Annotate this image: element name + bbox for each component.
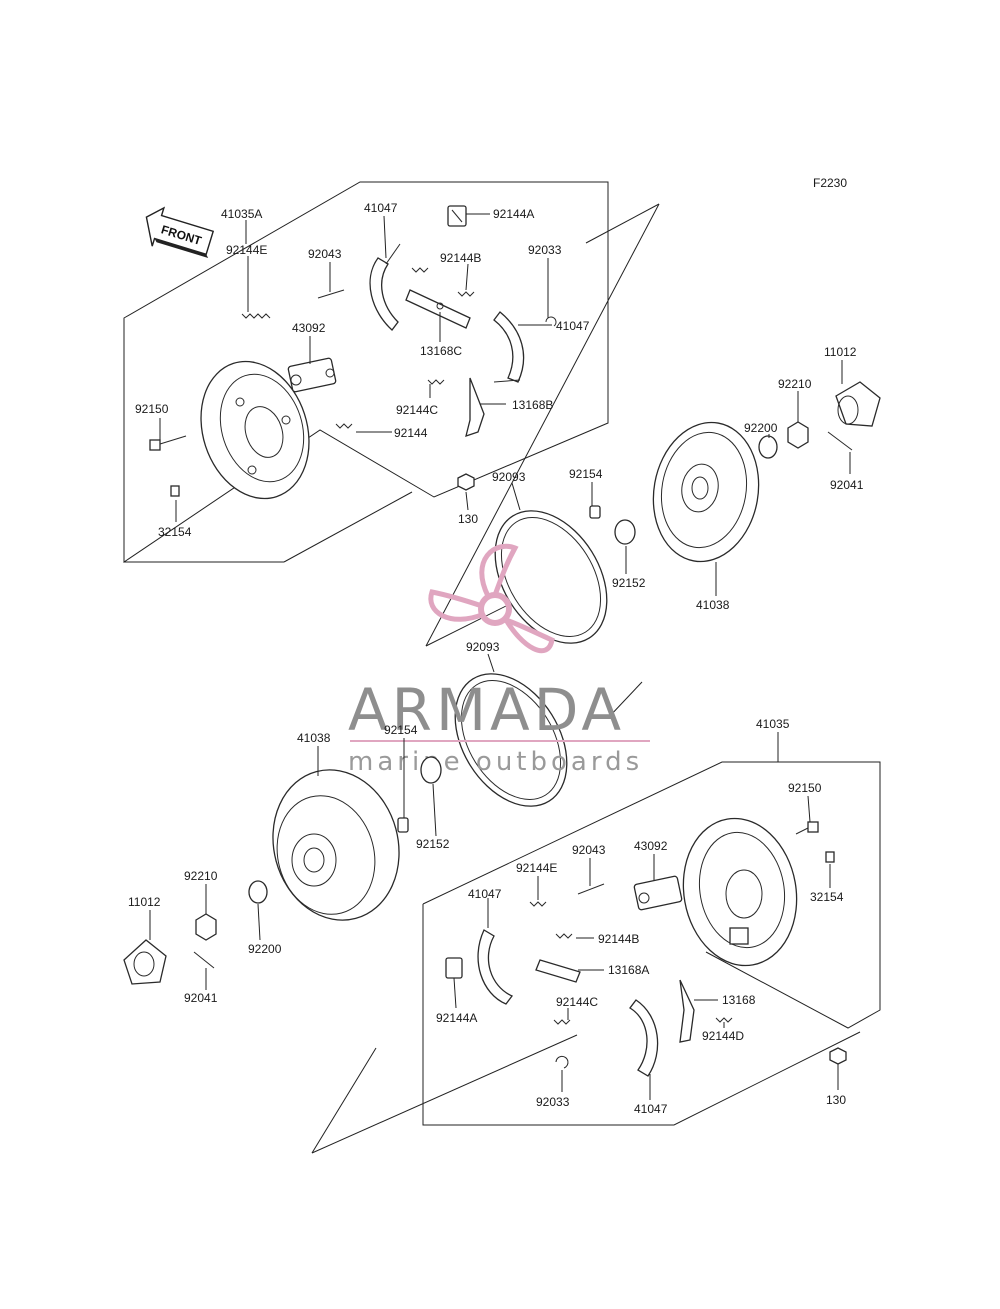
label-32154-1: 32154 [158, 525, 192, 539]
label-92043-1: 92043 [308, 247, 342, 261]
watermark-tagline: marine outboards [348, 747, 643, 777]
figure-code: F2230 [813, 176, 847, 190]
label-92144e-2: 92144E [516, 861, 557, 875]
washer-lower [248, 880, 268, 904]
label-92033-1: 92033 [528, 243, 562, 257]
label-130-1: 130 [458, 512, 478, 526]
front-arrow-icon: FRONT [145, 206, 215, 258]
label-92144c-1: 92144C [396, 403, 438, 417]
bolt-upper-92154 [589, 505, 601, 519]
label-92144b-1: 92144B [440, 251, 481, 265]
bolt-lower-92154 [397, 817, 409, 833]
backing-plate-lower [682, 817, 798, 967]
label-92144d: 92144D [702, 1029, 744, 1043]
springs-upper [241, 267, 475, 429]
label-92144e-1: 92144E [226, 243, 267, 257]
label-92152-2: 92152 [416, 837, 450, 851]
e-clip-upper [545, 316, 557, 327]
brake-shoe-upper-right [493, 311, 525, 383]
label-130-2: 130 [826, 1093, 846, 1107]
label-41038-1: 41038 [696, 598, 730, 612]
springs-lower [529, 901, 733, 1025]
adjuster-13168a [535, 959, 581, 983]
cap-lower [123, 939, 167, 985]
e-clip-lower [555, 1055, 569, 1069]
pin-lower [577, 883, 605, 895]
label-92200-1: 92200 [744, 421, 778, 435]
label-92144a-1: 92144A [493, 207, 534, 221]
label-13168c: 13168C [420, 344, 462, 358]
lever-13168c [405, 289, 471, 329]
label-92150-2: 92150 [788, 781, 822, 795]
label-92033-2: 92033 [536, 1095, 570, 1109]
seal-lower [420, 756, 442, 784]
brake-shoe-upper-left [369, 243, 401, 331]
label-92154-1: 92154 [569, 467, 603, 481]
cotter-pin-lower [193, 951, 215, 969]
brake-shoe-lower-left [477, 929, 514, 1005]
lever-13168 [679, 979, 695, 1043]
label-13168a: 13168A [608, 963, 649, 977]
label-11012-2: 11012 [128, 895, 161, 909]
label-92154-2: 92154 [384, 723, 418, 737]
label-92144a-2: 92144A [436, 1011, 477, 1025]
label-32154-2: 32154 [810, 890, 844, 904]
label-41038-2: 41038 [297, 731, 331, 745]
bolt-upper-92150 [149, 435, 187, 451]
label-41047-3: 41047 [468, 887, 502, 901]
label-13168b: 13168B [512, 398, 553, 412]
lower-assembly-frame [311, 681, 881, 1154]
label-41047-4: 41047 [634, 1102, 668, 1116]
label-92210-1: 92210 [778, 377, 812, 391]
label-92200-2: 92200 [248, 942, 282, 956]
label-43092-1: 43092 [292, 321, 326, 335]
clip-upper [447, 205, 467, 227]
label-41035: 41035 [756, 717, 790, 731]
nut-130-upper [457, 473, 475, 491]
label-43092-2: 43092 [634, 839, 668, 853]
adjuster-13168b [465, 377, 485, 437]
backing-plate-upper [200, 360, 310, 500]
label-92043-2: 92043 [572, 843, 606, 857]
nut-130-lower [829, 1047, 847, 1065]
label-92144b-2: 92144B [598, 932, 639, 946]
wheel-cylinder-lower [633, 875, 683, 911]
label-11012-1: 11012 [824, 345, 857, 359]
label-41047-1: 41047 [364, 201, 398, 215]
label-41047-2: 41047 [556, 319, 590, 333]
clip-lower [445, 957, 463, 979]
washer-upper [758, 435, 778, 459]
watermark-brand: ARMADA [348, 676, 625, 744]
bolt-lower-92150 [795, 821, 819, 835]
label-92093-2: 92093 [466, 640, 500, 654]
label-92041-1: 92041 [830, 478, 864, 492]
cap-upper [835, 381, 881, 427]
seal-ring-upper [494, 510, 608, 644]
label-92144c-2: 92144C [556, 995, 598, 1009]
brake-drum-upper [652, 421, 760, 563]
cotter-pin-upper [827, 431, 853, 451]
wheel-cylinder-upper [287, 357, 337, 393]
label-92210-2: 92210 [184, 869, 218, 883]
seal-upper [614, 519, 636, 545]
label-13168: 13168 [722, 993, 756, 1007]
label-41035a: 41035A [221, 207, 262, 221]
brake-drum-lower [272, 769, 400, 921]
bleeder-upper [170, 485, 180, 497]
watermark-logo-icon [428, 543, 555, 654]
leader-lines [149, 213, 851, 1100]
label-92150-1: 92150 [135, 402, 169, 416]
label-92144-1: 92144 [394, 426, 428, 440]
nut-92210-lower [195, 913, 217, 941]
label-92041-2: 92041 [184, 991, 218, 1005]
brake-shoe-lower-right [629, 999, 659, 1077]
part-labels: 41035A 41047 92144A 92043 92144B 92033 9… [128, 201, 864, 1116]
nut-92210-upper [787, 421, 809, 449]
bleeder-lower [825, 851, 835, 863]
label-92093-1: 92093 [492, 470, 526, 484]
pin-upper [317, 289, 345, 299]
label-92152-1: 92152 [612, 576, 646, 590]
